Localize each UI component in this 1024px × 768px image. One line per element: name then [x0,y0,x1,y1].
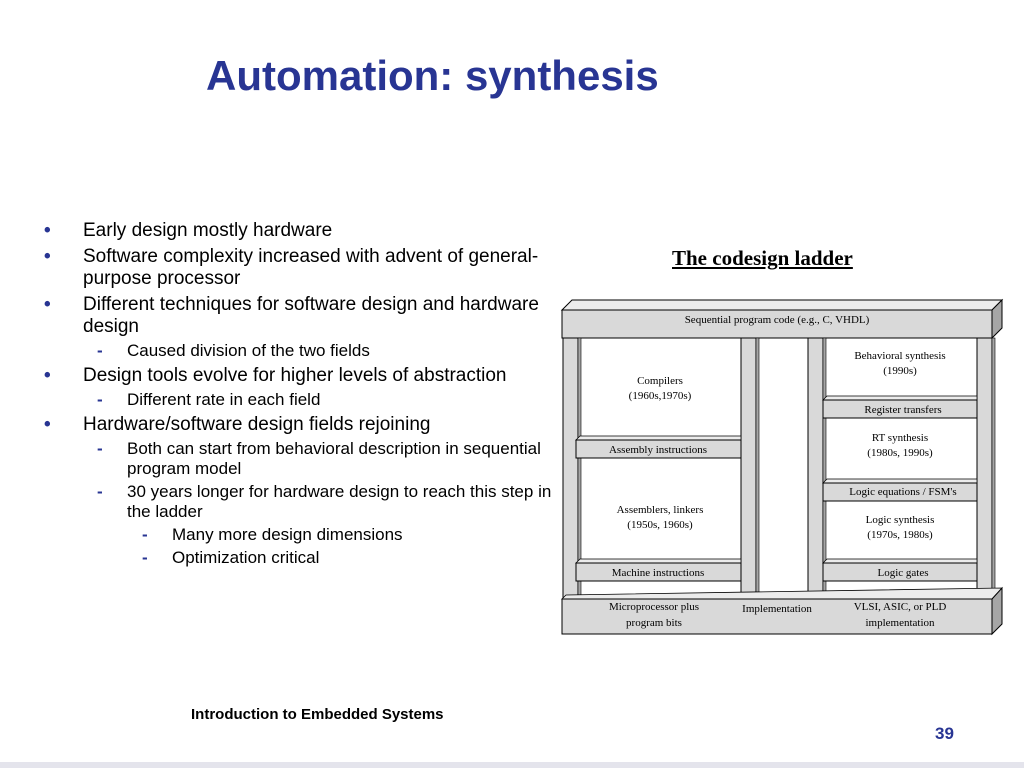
sub-bullet-item: - Both can start from behavioral descript… [44,439,554,479]
slide-title: Automation: synthesis [206,52,659,99]
bullet-text: Early design mostly hardware [83,220,333,241]
logic-gates-label: Logic gates [877,567,928,579]
page-number: 39 [935,724,954,743]
rung-machine-instructions: Machine instructions [575,558,742,582]
assembly-instructions-label: Assembly instructions [609,444,707,456]
rung-logic-gates: Logic gates [822,558,978,582]
vlsi-label: VLSI, ASIC, or PLD [854,601,947,613]
bullet-text: Caused division of the two fields [127,341,370,360]
bottom-beam: Microprocessor plus program bits Impleme… [561,586,1003,636]
top-beam: Sequential program code (e.g., C, VHDL) [560,298,1004,340]
rung-assembly-instructions: Assembly instructions [575,435,742,459]
bullet-list: • Early design mostly hardware • Software … [44,216,554,568]
hardware-side: Behavioral synthesis (1990s) Register tr… [822,350,978,582]
rung-register-transfers: Register transfers [822,395,978,419]
logic-synthesis-years: (1970s, 1980s) [867,529,933,541]
dash-icon: - [97,341,103,360]
bullet-dot-icon: • [44,365,51,386]
bullet-item: • Early design mostly hardware [44,220,554,242]
bullet-dot-icon: • [44,246,51,267]
machine-instructions-label: Machine instructions [612,567,705,579]
center-left-post [740,337,757,600]
microprocessor-label: Microprocessor plus [609,601,699,613]
sub-bullet-item: - Different rate in each field [44,390,554,410]
rt-synthesis-label: RT synthesis [872,432,928,444]
dash-icon: - [142,548,148,567]
register-transfers-label: Register transfers [864,404,941,416]
sub-bullet-item: - Caused division of the two fields [44,341,554,361]
logic-synthesis-label: Logic synthesis [866,514,935,526]
rt-synthesis-years: (1980s, 1990s) [867,447,933,459]
bullet-text: Different techniques for software design… [83,294,539,337]
rung-logic-equations: Logic equations / FSM's [822,478,978,502]
implementation-label: Implementation [742,603,812,615]
slide-footer: Introduction to Embedded Systems [191,706,444,723]
top-beam-label: Sequential program code (e.g., C, VHDL) [685,314,870,326]
ladder-title: The codesign ladder [672,246,853,270]
sub-bullet-item: - 30 years longer for hardware design to … [44,482,554,522]
bullet-text: Different rate in each field [127,390,321,409]
sub-sub-bullet-item: - Optimization critical [44,548,554,568]
dash-icon: - [97,482,103,501]
assemblers-years: (1950s, 1960s) [627,519,693,531]
sub-sub-bullet-item: - Many more design dimensions [44,525,554,545]
bullet-text: Design tools evolve for higher levels of… [83,365,507,386]
software-side: Compilers (1960s,1970s) Assembly instruc… [575,375,742,582]
bullet-text: Hardware/software design fields rejoinin… [83,414,431,435]
behavioral-synthesis-years: (1990s) [883,365,917,377]
logic-equations-label: Logic equations / FSM's [849,486,956,498]
bullet-text: Many more design dimensions [172,525,403,544]
dash-icon: - [142,525,148,544]
behavioral-synthesis-label: Behavioral synthesis [854,350,945,362]
right-post [976,337,993,600]
bullet-text: Optimization critical [172,548,320,567]
compilers-years: (1960s,1970s) [629,390,692,402]
vlsi-sublabel: implementation [865,617,935,629]
bullet-item: • Design tools evolve for higher levels o… [44,365,554,387]
bullet-item: • Hardware/software design fields rejoini… [44,414,554,436]
left-post [562,337,579,600]
bullet-text: Both can start from behavioral descripti… [127,439,541,478]
dash-icon: - [97,390,103,409]
bullet-text: 30 years longer for hardware design to r… [127,482,552,521]
bullet-dot-icon: • [44,294,51,315]
center-right-post [807,337,824,600]
bottom-divider [0,762,1024,768]
bullet-text: Software complexity increased with adven… [83,246,539,289]
bullet-item: • Software complexity increased with adve… [44,246,554,290]
dash-icon: - [97,439,103,458]
compilers-label: Compilers [637,375,683,387]
bullet-dot-icon: • [44,220,51,241]
bullet-item: • Different techniques for software desig… [44,294,554,338]
assemblers-label: Assemblers, linkers [617,504,704,516]
bullet-dot-icon: • [44,414,51,435]
microprocessor-sublabel: program bits [626,617,682,629]
